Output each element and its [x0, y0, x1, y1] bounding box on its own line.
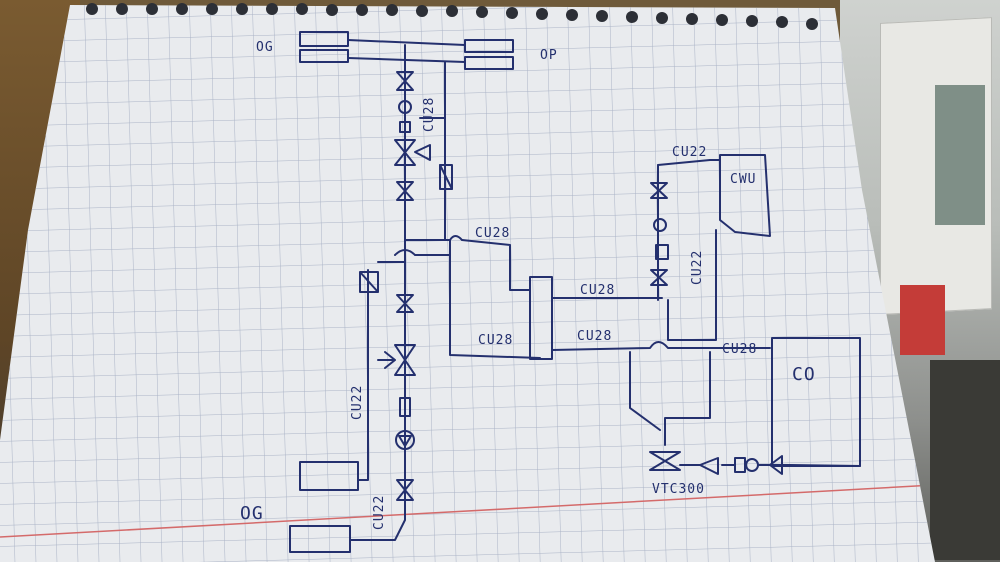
- og-bottom-radiator-b: [289, 525, 351, 553]
- filter-2: [399, 397, 411, 417]
- label-cu28-vertical: CU28: [422, 96, 437, 132]
- cwu-return: [667, 159, 721, 341]
- pipe-to-vtc: [629, 351, 661, 431]
- pump-symbol-3: [653, 218, 667, 232]
- pipe-sep-right-bottom: [551, 341, 771, 351]
- left-riser-lower: [357, 269, 369, 481]
- pump-symbol-1: [398, 100, 412, 114]
- label-co: CO: [792, 364, 816, 385]
- three-way-valve-1: [394, 139, 416, 166]
- margin-line: [0, 484, 935, 538]
- schematic-drawing: [289, 31, 861, 553]
- valve-4: [396, 479, 414, 501]
- label-og-top: OG: [256, 40, 274, 55]
- vtc300-valve: [649, 451, 681, 471]
- spiral-binding: [86, 3, 818, 30]
- riser-left-lower: [349, 264, 406, 541]
- hydraulic-separator: [529, 276, 553, 360]
- filter-3: [655, 244, 669, 260]
- red-object: [900, 285, 945, 355]
- loop-cu28: [449, 239, 541, 359]
- label-cu22-right: CU22: [690, 249, 705, 285]
- three-way-valve-2: [394, 344, 416, 376]
- label-cu28-h4: CU28: [577, 329, 613, 344]
- label-cu28-h1: CU28: [475, 226, 511, 241]
- pump-symbol-2: [395, 430, 415, 450]
- label-cu28-h2: CU28: [580, 283, 616, 298]
- top-pipe-a: [347, 39, 466, 46]
- og-top-radiator-b: [299, 49, 349, 63]
- check-valve-2: [359, 271, 379, 293]
- valve-5: [650, 182, 668, 199]
- label-cu22-left: CU22: [350, 384, 365, 420]
- label-op: OP: [540, 48, 558, 63]
- label-cwu: CWU: [730, 172, 757, 187]
- filter-1: [399, 121, 411, 133]
- valve-2: [396, 181, 414, 201]
- valve-6: [650, 269, 668, 286]
- label-cu28-h5: CU28: [722, 342, 758, 357]
- op-radiator-a: [464, 39, 514, 53]
- check-valve-1: [439, 164, 453, 190]
- label-og-bottom: OG: [240, 503, 264, 524]
- og-bottom-radiator-a: [299, 461, 359, 491]
- valve-1: [396, 71, 414, 91]
- label-cu28-h3: CU28: [478, 333, 514, 348]
- label-cu22-bottom: CU22: [372, 494, 387, 530]
- cwu-tank: [719, 154, 771, 237]
- label-cu22-top: CU22: [672, 145, 708, 160]
- product-box-image: [935, 85, 985, 225]
- valve-3: [396, 294, 414, 313]
- dark-object: [930, 360, 1000, 560]
- label-vtc300: VTC300: [652, 482, 705, 497]
